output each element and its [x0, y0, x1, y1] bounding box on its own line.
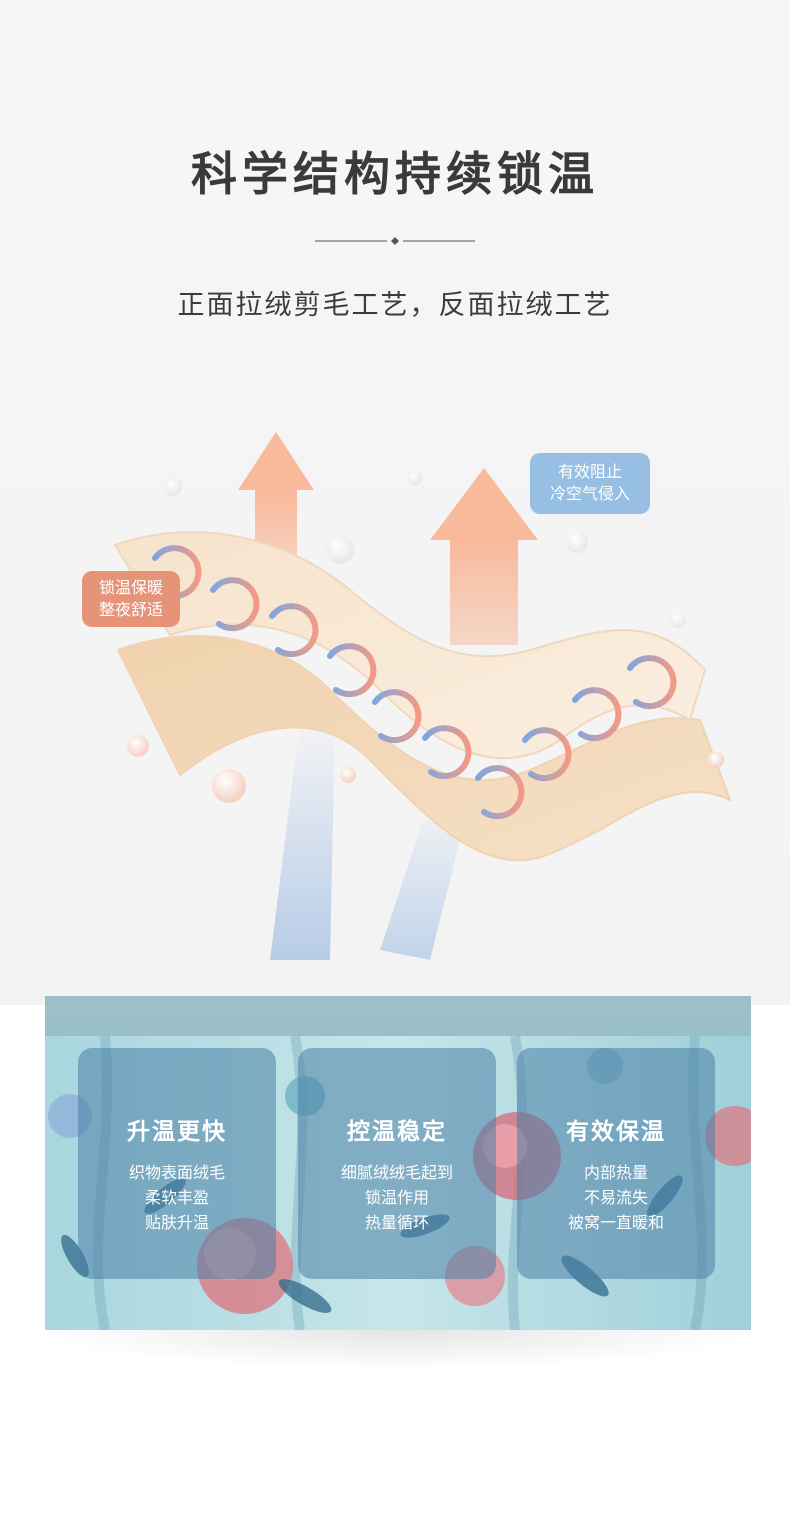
fabric-layer-bottom [116, 634, 732, 862]
feature-card-stable-temperature: 控温稳定 细腻绒绒毛起到 锁温作用 热量循环 [298, 1048, 496, 1279]
air-bubbles [127, 471, 724, 803]
warm-air-arrow-right [430, 468, 538, 645]
diamond-icon [391, 237, 399, 245]
photo-shadow [30, 1330, 766, 1370]
cold-air-arrow-right [380, 800, 470, 960]
fabric-layer-top [113, 531, 707, 760]
warmth-lock-badge: 锁温保暖 整夜舒适 [82, 571, 180, 627]
cold-block-badge: 有效阻止 冷空气侵入 [530, 453, 650, 514]
feature-card-effective-insulation: 有效保温 内部热量 不易流失 被窝一直暖和 [517, 1048, 715, 1279]
hero-section: 科学结构持续锁温 正面拉绒剪毛工艺，反面拉绒工艺 [0, 0, 790, 1005]
feature-card-fast-warming: 升温更快 织物表面绒毛 柔软丰盈 贴肤升温 [78, 1048, 276, 1279]
blanket-photo-panel: 升温更快 织物表面绒毛 柔软丰盈 贴肤升温 控温稳定 细腻绒绒毛起到 锁温作用 … [45, 996, 751, 1330]
heat-swirls [152, 545, 677, 820]
page-subtitle: 正面拉绒剪毛工艺，反面拉绒工艺 [177, 290, 613, 321]
title-divider [315, 237, 475, 245]
fabric-structure-diagram [113, 432, 732, 960]
cold-air-arrow-left [270, 720, 335, 960]
page-title: 科学结构持续锁温 [191, 147, 599, 201]
